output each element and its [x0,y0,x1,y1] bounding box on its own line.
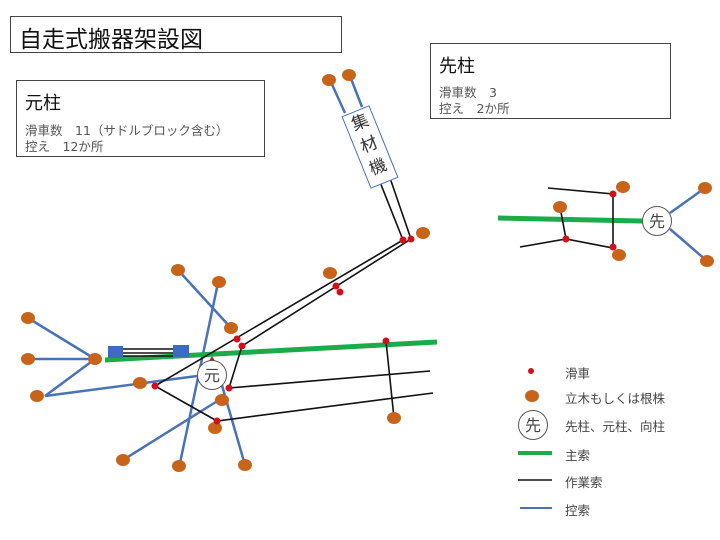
legend-work-rope: 作業索 [565,475,603,490]
moto-heading: 元柱 [25,93,61,114]
machine-block-left [108,346,123,358]
stumps [21,69,714,472]
pulleys [151,190,617,425]
main-rope [104,339,438,363]
saki-pole-info: 先柱 滑車数 3 控え 2か所 [430,43,671,119]
saki-pole-marker: 先 [642,206,672,236]
legend-main-rope: 主索 [565,448,591,463]
legend-marks [518,368,552,509]
legend-pole: 先柱、元柱、向柱 [565,419,666,434]
legend-pulley: 滑車 [565,366,591,381]
legend-guy-rope: 控索 [565,503,591,518]
saki-pulley-count: 滑車数 3 [439,85,497,100]
moto-guy-count: 控え 12か所 [25,139,104,154]
title-box: 自走式搬器架設図 [10,16,342,53]
legend-pole-symbol: 先 [518,410,548,440]
main-rope-saki [497,215,644,224]
moto-pole-info: 元柱 滑車数 11（サドルブロック含む） 控え 12か所 [16,80,265,157]
moto-pulley-count: 滑車数 11（サドルブロック含む） [25,123,229,138]
legend-stump: 立木もしくは根株 [565,391,666,406]
machine-block-right [173,345,189,357]
saki-guy-count: 控え 2か所 [439,101,510,116]
moto-pole-marker: 元 [197,360,227,390]
page-title: 自走式搬器架設図 [19,27,203,53]
saki-heading: 先柱 [439,56,475,77]
